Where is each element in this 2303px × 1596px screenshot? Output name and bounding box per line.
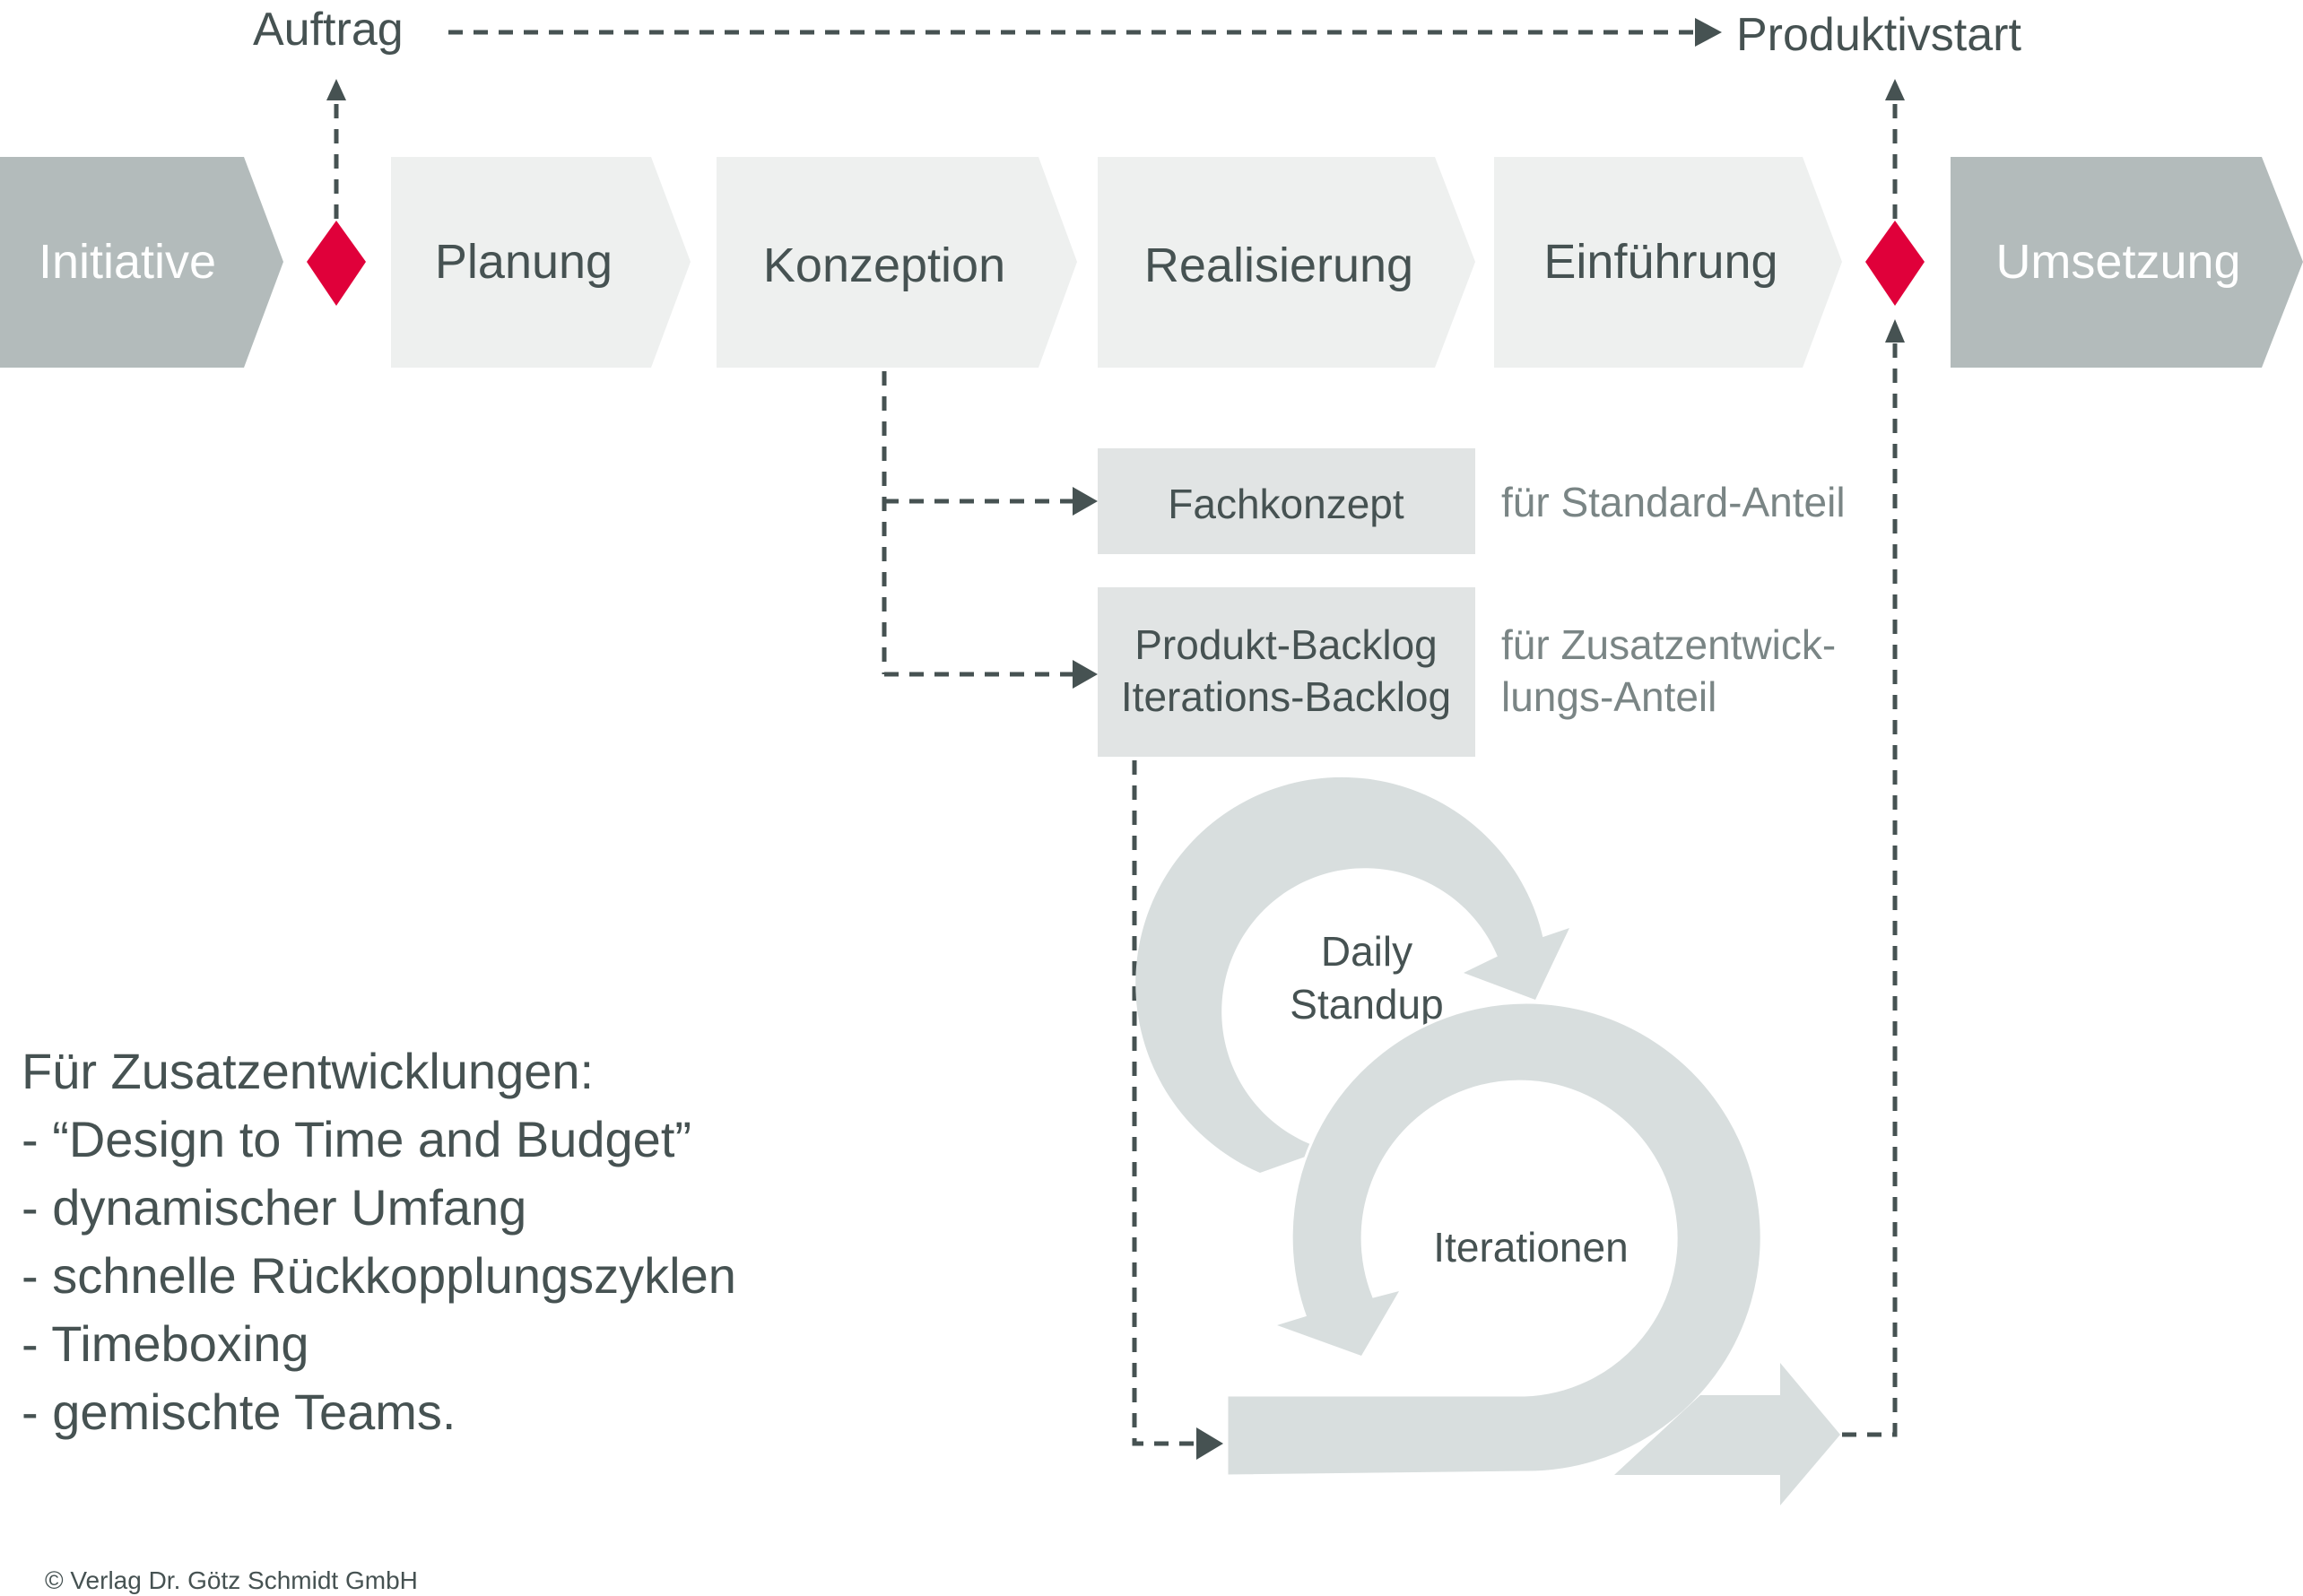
notes-heading: Für Zusatzentwicklungen: bbox=[22, 1043, 594, 1099]
phase-initiative-label: Initiative bbox=[39, 235, 216, 289]
produktivstart-up-arrowhead bbox=[1885, 79, 1905, 100]
daily-standup-arc bbox=[1135, 776, 1544, 1173]
notes-item: - schnelle Rückkopplungszyklen bbox=[22, 1247, 736, 1304]
phase-planung: Planung bbox=[391, 157, 691, 368]
phase-initiative: Initiative bbox=[0, 157, 283, 368]
copyright: © Verlag Dr. Götz Schmidt GmbH bbox=[45, 1566, 418, 1594]
phase-konzeption-shape bbox=[717, 157, 1077, 368]
daily-standup-arrowhead bbox=[1464, 928, 1569, 1000]
notes-item: - “Design to Time and Budget” bbox=[22, 1111, 691, 1167]
auftrag-up-arrowhead bbox=[326, 79, 346, 100]
phase-umsetzung-shape bbox=[1951, 157, 2303, 368]
daily-standup-line2: Standup bbox=[1290, 981, 1443, 1028]
fachkonzept-label: Fachkonzept bbox=[1168, 481, 1404, 527]
notes-item: - dynamischer Umfang bbox=[22, 1179, 526, 1236]
phase-realisierung: Realisierung bbox=[1098, 157, 1475, 368]
phase-realisierung-shape bbox=[1098, 157, 1475, 368]
milestone-diamond-start bbox=[307, 221, 366, 306]
fachkonzept-box-shape bbox=[1098, 448, 1475, 554]
iterations-output-arrow bbox=[1614, 1363, 1840, 1505]
daily-standup-cycle: Daily Standup bbox=[1135, 776, 1569, 1173]
phase-planung-shape bbox=[391, 157, 691, 368]
backlog-box-shape bbox=[1098, 587, 1475, 757]
backlog-to-iterations-arrowhead bbox=[1196, 1427, 1223, 1460]
fachkonzept-arrowhead bbox=[1073, 487, 1098, 516]
phase-einfuehrung: Einführung bbox=[1494, 157, 1842, 368]
notes-item: - Timeboxing bbox=[22, 1315, 309, 1372]
phase-realisierung-label: Realisierung bbox=[1144, 239, 1413, 292]
milestone-diamond-end bbox=[1865, 221, 1925, 306]
daily-standup-line1: Daily bbox=[1321, 928, 1412, 975]
fachkonzept-note: für Standard-Anteil bbox=[1501, 479, 1846, 525]
backlog-note-line1: für Zusatzentwick- bbox=[1501, 621, 1836, 668]
notes-block: Für Zusatzentwicklungen: - “Design to Ti… bbox=[22, 1043, 736, 1440]
iterations-inner-arrowhead bbox=[1277, 1291, 1399, 1356]
backlog-to-iterations-line bbox=[1132, 760, 1200, 1446]
phase-planung-label: Planung bbox=[435, 235, 613, 289]
backlog-arrowhead bbox=[1073, 660, 1098, 689]
iterations-cycle: Iterationen bbox=[1225, 1001, 1840, 1505]
backlog-box: Produkt-Backlog Iterations-Backlog bbox=[1098, 587, 1475, 757]
phase-einfuehrung-shape bbox=[1494, 157, 1842, 368]
phase-umsetzung: Umsetzung bbox=[1951, 157, 2303, 368]
backlog-label-line1: Produkt-Backlog bbox=[1134, 621, 1438, 668]
iterations-label: Iterationen bbox=[1433, 1224, 1628, 1271]
phase-initiative-shape bbox=[0, 157, 283, 368]
iterations-to-produktivstart-line bbox=[1842, 343, 1898, 1437]
notes-item: - gemischte Teams. bbox=[22, 1383, 456, 1440]
milestone-connector-arrowhead bbox=[1695, 18, 1722, 47]
phase-konzeption-label: Konzeption bbox=[763, 239, 1005, 292]
iterations-to-produktivstart-arrowhead bbox=[1885, 319, 1905, 343]
phase-konzeption: Konzeption bbox=[717, 157, 1077, 368]
phase-einfuehrung-label: Einführung bbox=[1543, 235, 1777, 289]
milestone-auftrag-label: Auftrag bbox=[253, 4, 404, 56]
backlog-label-line2: Iterations-Backlog bbox=[1121, 673, 1451, 720]
milestone-produktivstart-label: Produktivstart bbox=[1736, 9, 2021, 61]
fachkonzept-box: Fachkonzept bbox=[1098, 448, 1475, 554]
iterations-loop bbox=[1225, 1001, 1763, 1478]
backlog-note-line2: lungs-Anteil bbox=[1501, 673, 1716, 720]
phase-umsetzung-label: Umsetzung bbox=[1995, 235, 2240, 289]
